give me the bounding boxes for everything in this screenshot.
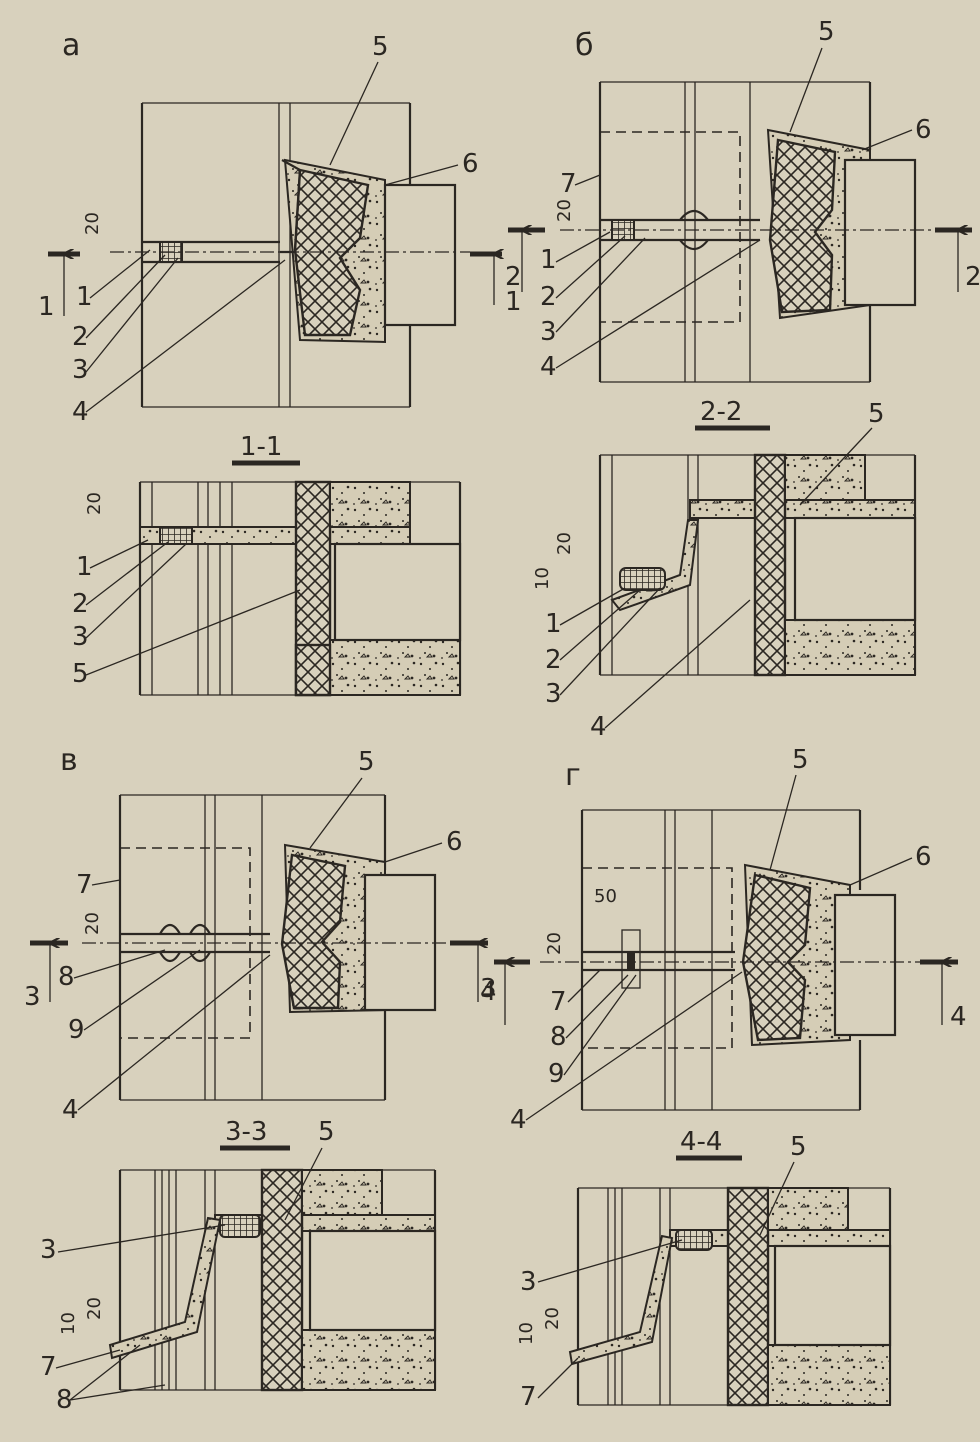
panel-label-v: в: [60, 743, 78, 778]
callout-2: 2: [72, 589, 89, 619]
cut-label-right: 2: [965, 262, 980, 292]
callout-5: 5: [72, 659, 89, 689]
cut-label-right: 3: [480, 974, 497, 1004]
dim-20: 20: [544, 932, 565, 955]
callout-4: 4: [590, 712, 607, 742]
dim-20: 20: [554, 199, 575, 222]
callout-4: 4: [62, 1095, 79, 1125]
panel-v-plan-labels: 5 6 7 20 8 9 4 3 3: [24, 747, 497, 1125]
cut-label-left: 4: [480, 977, 497, 1007]
callout-1: 1: [76, 282, 93, 312]
cut-label-left: 1: [38, 292, 55, 322]
panel-v-section: 3-3: [108, 1117, 437, 1392]
callout-8: 8: [58, 962, 75, 992]
dim-50: 50: [594, 886, 617, 907]
callout-1: 1: [76, 552, 93, 582]
panel-a-section: 1-1: [138, 432, 462, 697]
panel-b-section: 2-2: [598, 397, 917, 677]
callout-4: 4: [510, 1105, 527, 1135]
section-title-1-1: 1-1: [240, 432, 282, 462]
cut-label-right: 4: [950, 1002, 967, 1032]
callout-5: 5: [868, 399, 885, 429]
callout-1: 1: [540, 245, 557, 275]
dim-20: 20: [84, 492, 105, 515]
panel-g: г 5 6 50 20 7 8 9: [480, 745, 967, 1412]
callout-5: 5: [790, 1132, 807, 1162]
section-title-2-2: 2-2: [700, 397, 742, 427]
cut-label-left: 2: [505, 262, 522, 292]
callout-3: 3: [72, 355, 89, 385]
panel-g-plan: [540, 809, 920, 1111]
callout-6: 6: [915, 115, 932, 145]
panel-a-plan-labels: 5 6 20 1 2 3 4 1 1: [38, 32, 522, 427]
panel-label-b: б: [575, 28, 594, 63]
dim-20: 20: [84, 1297, 105, 1320]
panel-a-section-labels: 20 1 2 3 5: [72, 492, 301, 689]
section-title-4-4: 4-4: [680, 1127, 722, 1157]
dim-10: 10: [516, 1322, 537, 1345]
callout-5: 5: [372, 32, 389, 62]
callout-8: 8: [550, 1022, 567, 1052]
panel-b-plan: [560, 81, 940, 383]
panel-v-section-labels: 5 3 10 20 7 8: [40, 1117, 335, 1415]
callout-3: 3: [540, 317, 557, 347]
panel-b-plan-labels: 5 6 7 20 1 2 3 4 2 2: [505, 17, 980, 382]
callout-3: 3: [72, 622, 89, 652]
callout-3: 3: [520, 1267, 537, 1297]
callout-7: 7: [40, 1352, 57, 1382]
cut-label-right: 1: [505, 287, 522, 317]
panel-a: а 5 6 20 1 2 3 4: [38, 28, 522, 697]
callout-7: 7: [560, 169, 577, 199]
callout-3: 3: [40, 1235, 57, 1265]
dim-20: 20: [82, 912, 103, 935]
callout-2: 2: [72, 322, 89, 352]
cut-label-left: 3: [24, 982, 41, 1012]
callout-6: 6: [915, 842, 932, 872]
callout-4: 4: [540, 352, 557, 382]
callout-9: 9: [68, 1015, 85, 1045]
callout-4: 4: [72, 397, 89, 427]
callout-5: 5: [358, 747, 375, 777]
panel-label-g: г: [565, 758, 581, 793]
panel-b: б 5 6 7 20 1 2 3: [505, 17, 980, 742]
callout-6: 6: [446, 827, 463, 857]
panel-g-section: 4-4: [568, 1127, 892, 1407]
dim-20: 20: [542, 1307, 563, 1330]
dim-10: 10: [532, 567, 553, 590]
panel-v: в 5 6 7 20 8 9 4: [24, 743, 497, 1415]
callout-2: 2: [540, 282, 557, 312]
dim-10: 10: [58, 1312, 79, 1335]
callout-5: 5: [792, 745, 809, 775]
panel-g-section-labels: 5 3 10 20 7: [516, 1132, 807, 1412]
panel-label-a: а: [62, 28, 80, 63]
callout-1: 1: [545, 609, 562, 639]
panel-v-plan: [82, 794, 450, 1101]
dim-20: 20: [554, 532, 575, 555]
panel-b-section-labels: 5 20 10 1 2 3 4: [532, 399, 885, 742]
callout-7: 7: [550, 987, 567, 1017]
section-title-3-3: 3-3: [225, 1117, 267, 1147]
callout-6: 6: [462, 149, 479, 179]
panel-g-plan-labels: 5 6 50 20 7 8 9 4 4 4: [480, 745, 967, 1135]
callout-9: 9: [548, 1059, 565, 1089]
callout-3: 3: [545, 679, 562, 709]
callout-8: 8: [56, 1385, 73, 1415]
dim-20: 20: [82, 212, 103, 235]
callout-7: 7: [76, 870, 93, 900]
callout-5: 5: [818, 17, 835, 47]
panel-a-plan: [110, 102, 470, 408]
callout-5: 5: [318, 1117, 335, 1147]
callout-7: 7: [520, 1382, 537, 1412]
callout-2: 2: [545, 645, 562, 675]
